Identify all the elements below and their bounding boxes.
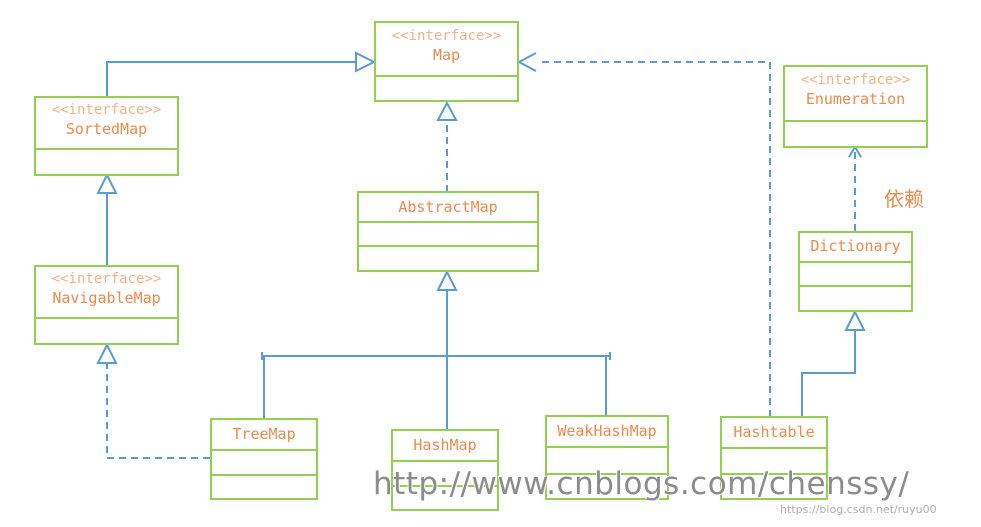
- arrowhead-hashtable-dictionary: [844, 309, 866, 331]
- class-abstractmap: AbstractMap: [357, 191, 539, 272]
- class-hashtable: Hashtable: [720, 416, 828, 500]
- class-name: TreeMap: [232, 425, 296, 443]
- class-hashmap: HashMap: [391, 429, 499, 511]
- arrowhead-abstractmap-inherit: [436, 269, 458, 291]
- arrowhead-hashtable-map: [516, 52, 537, 72]
- arrowhead-sortedmap-map: [355, 51, 377, 73]
- edge-hashtable-dictionary: [801, 330, 856, 417]
- class-name: HashMap: [413, 436, 477, 454]
- dependency-label: 依赖: [884, 187, 924, 211]
- class-name: AbstractMap: [398, 198, 498, 216]
- class-name: Dictionary: [810, 237, 901, 255]
- arrowhead-abstractmap-map: [436, 100, 458, 121]
- class-name: NavigableMap: [52, 289, 161, 307]
- class-name: Enumeration: [805, 90, 906, 108]
- stereotype-label: <<interface>>: [51, 271, 162, 287]
- stereotype-label: <<interface>>: [51, 102, 162, 118]
- class-name: Hashtable: [733, 423, 815, 441]
- class-weakhashmap: WeakHashMap: [545, 415, 669, 500]
- edge-sortedmap-map: [106, 61, 356, 97]
- edge-treemap-navigablemap: [106, 363, 210, 459]
- class-dictionary: Dictionary: [798, 231, 913, 312]
- class-map: <<interface>> Map: [374, 21, 519, 102]
- arrowhead-treemap-navigablemap: [96, 342, 118, 364]
- stereotype-label: <<interface>>: [800, 72, 911, 88]
- class-name: SortedMap: [65, 120, 148, 138]
- edge-hashtable-map: [538, 61, 771, 417]
- class-name: WeakHashMap: [557, 422, 657, 440]
- class-sortedmap: <<interface>> SortedMap: [34, 96, 179, 176]
- class-name: Map: [432, 46, 461, 64]
- class-treemap: TreeMap: [210, 418, 318, 500]
- watermark-url: http://www.cnblogs.com/chenssy/: [373, 466, 910, 502]
- class-enumeration: <<interface>> Enumeration: [783, 65, 928, 148]
- class-navigablemap: <<interface>> NavigableMap: [34, 265, 179, 345]
- stereotype-label: <<interface>>: [391, 28, 502, 44]
- watermark-source: https://blog.csdn.net/ruyu00: [780, 503, 937, 516]
- arrowhead-navigablemap-sortedmap: [96, 172, 118, 194]
